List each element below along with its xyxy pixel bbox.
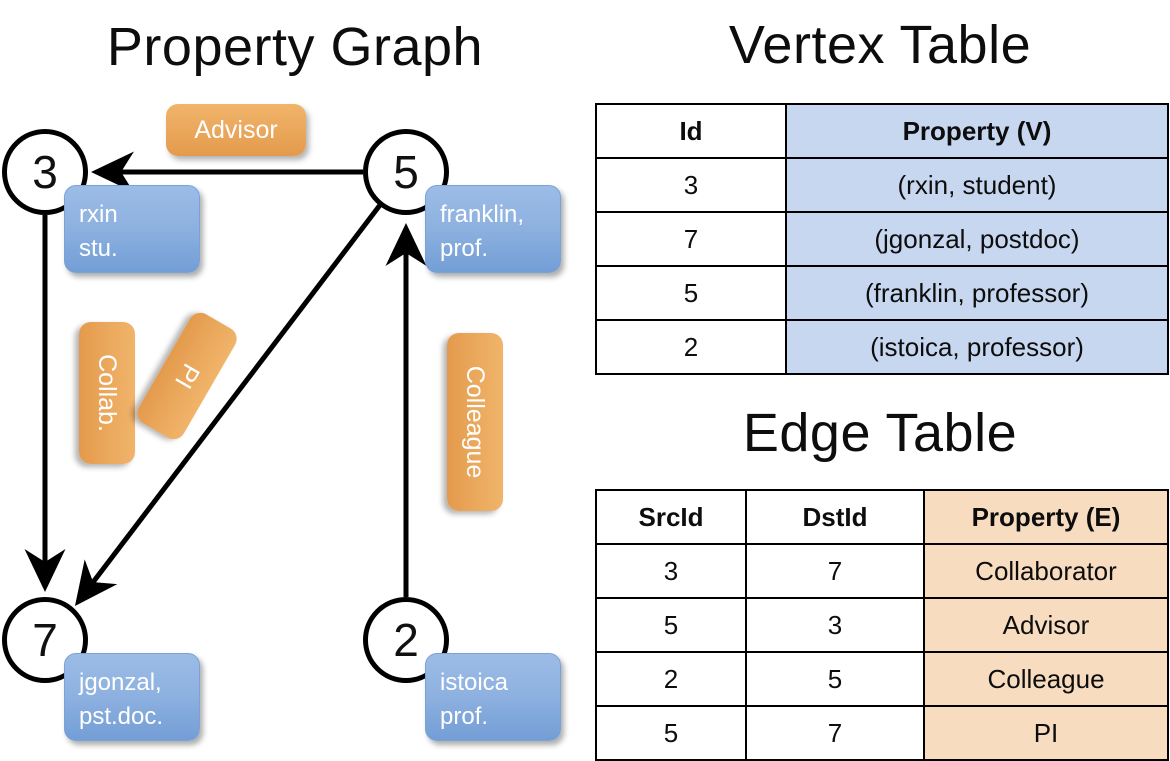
table-header-row: Id Property (V) xyxy=(595,103,1169,159)
vertex-property-box-franklin-line1: franklin, xyxy=(440,201,525,228)
table-row[interactable]: 2 (istoica, professor) xyxy=(595,319,1169,375)
graph-node-7-label: 7 xyxy=(32,614,58,666)
edge-table-cell-srcid: 5 xyxy=(595,597,747,653)
vertex-property-box-istoica-line1: istoica xyxy=(440,669,509,696)
edge-table-cell-property: Colleague xyxy=(923,651,1169,707)
vertex-property-box-istoica[interactable]: istoica prof. xyxy=(425,653,561,741)
edge-label-box-advisor[interactable]: Advisor xyxy=(166,104,306,156)
edge-table-header-srcid: SrcId xyxy=(595,489,747,545)
table-row[interactable]: 3 7 Collaborator xyxy=(595,543,1169,599)
table-row[interactable]: 3 (rxin, student) xyxy=(595,157,1169,213)
vertex-table-cell-id: 3 xyxy=(595,157,787,213)
vertex-property-box-rxin-line2: stu. xyxy=(79,235,118,262)
page-title-edge-table: Edge Table xyxy=(742,403,1018,463)
edge-table-header-dstid: DstId xyxy=(745,489,925,545)
vertex-table-header-id: Id xyxy=(595,103,787,159)
edge-label-collab-text: Collab. xyxy=(93,354,122,432)
table-row[interactable]: 5 3 Advisor xyxy=(595,597,1169,653)
edge-label-colleague-text: Colleague xyxy=(461,365,490,479)
edge-table-cell-dstid: 7 xyxy=(745,543,925,599)
table-row[interactable]: 5 7 PI xyxy=(595,705,1169,761)
table-row[interactable]: 2 5 Colleague xyxy=(595,651,1169,707)
vertex-property-box-jgonzal[interactable]: jgonzal, pst.doc. xyxy=(64,653,200,741)
graph-node-5-label: 5 xyxy=(393,146,419,198)
edge-table-cell-srcid: 3 xyxy=(595,543,747,599)
edge-table-cell-srcid: 2 xyxy=(595,651,747,707)
vertex-property-box-franklin-line2: prof. xyxy=(440,235,489,262)
edge-table: SrcId DstId Property (E) 3 7 Collaborato… xyxy=(595,489,1169,761)
edge-table-cell-srcid: 5 xyxy=(595,705,747,761)
edge-table-cell-dstid: 5 xyxy=(745,651,925,707)
page-title-vertex-table: Vertex Table xyxy=(728,15,1032,75)
edge-table-cell-property: Collaborator xyxy=(923,543,1169,599)
table-header-row: SrcId DstId Property (E) xyxy=(595,489,1169,545)
table-row[interactable]: 5 (franklin, professor) xyxy=(595,265,1169,321)
vertex-table-cell-id: 5 xyxy=(595,265,787,321)
vertex-table-cell-id: 7 xyxy=(595,211,787,267)
vertex-property-box-jgonzal-line2: pst.doc. xyxy=(79,703,164,730)
graph-node-2-label: 2 xyxy=(393,614,419,666)
edge-label-advisor-text: Advisor xyxy=(194,115,278,144)
vertex-table-cell-property: (rxin, student) xyxy=(785,157,1169,213)
graph-node-3-label: 3 xyxy=(32,146,58,198)
vertex-property-box-franklin[interactable]: franklin, prof. xyxy=(425,185,561,273)
vertex-property-box-jgonzal-line1: jgonzal, xyxy=(79,669,162,696)
edge-label-pi-text: PI xyxy=(169,359,206,394)
graph-node-2[interactable]: 2 xyxy=(363,597,449,683)
vertex-property-box-istoica-line2: prof. xyxy=(440,703,489,730)
edge-table-header-property: Property (E) xyxy=(923,489,1169,545)
table-row[interactable]: 7 (jgonzal, postdoc) xyxy=(595,211,1169,267)
edge-label-box-collab[interactable]: Collab. xyxy=(79,322,135,464)
vertex-table-cell-id: 2 xyxy=(595,319,787,375)
edge-table-cell-property: Advisor xyxy=(923,597,1169,653)
vertex-property-box-rxin-line1: rxin xyxy=(79,201,118,228)
vertex-table-header-property: Property (V) xyxy=(785,103,1169,159)
vertex-table-cell-property: (istoica, professor) xyxy=(785,319,1169,375)
edge-table-cell-dstid: 7 xyxy=(745,705,925,761)
vertex-table: Id Property (V) 3 (rxin, student) 7 (jgo… xyxy=(595,103,1169,375)
graph-edge-lines xyxy=(24,151,427,606)
edge-line-5-to-7 xyxy=(74,203,382,606)
vertex-table-cell-property: (franklin, professor) xyxy=(785,265,1169,321)
page-title-property-graph: Property Graph xyxy=(106,17,484,77)
vertex-property-box-rxin[interactable]: rxin stu. xyxy=(64,185,200,273)
edge-table-cell-dstid: 3 xyxy=(745,597,925,653)
edge-label-box-colleague[interactable]: Colleague xyxy=(447,333,503,511)
property-graph-diagram: 3 5 7 2 rxin stu. franklin, prof. jgonza… xyxy=(2,104,561,741)
graph-node-5[interactable]: 5 xyxy=(363,129,449,215)
vertex-table-cell-property: (jgonzal, postdoc) xyxy=(785,211,1169,267)
edge-table-cell-property: PI xyxy=(923,705,1169,761)
